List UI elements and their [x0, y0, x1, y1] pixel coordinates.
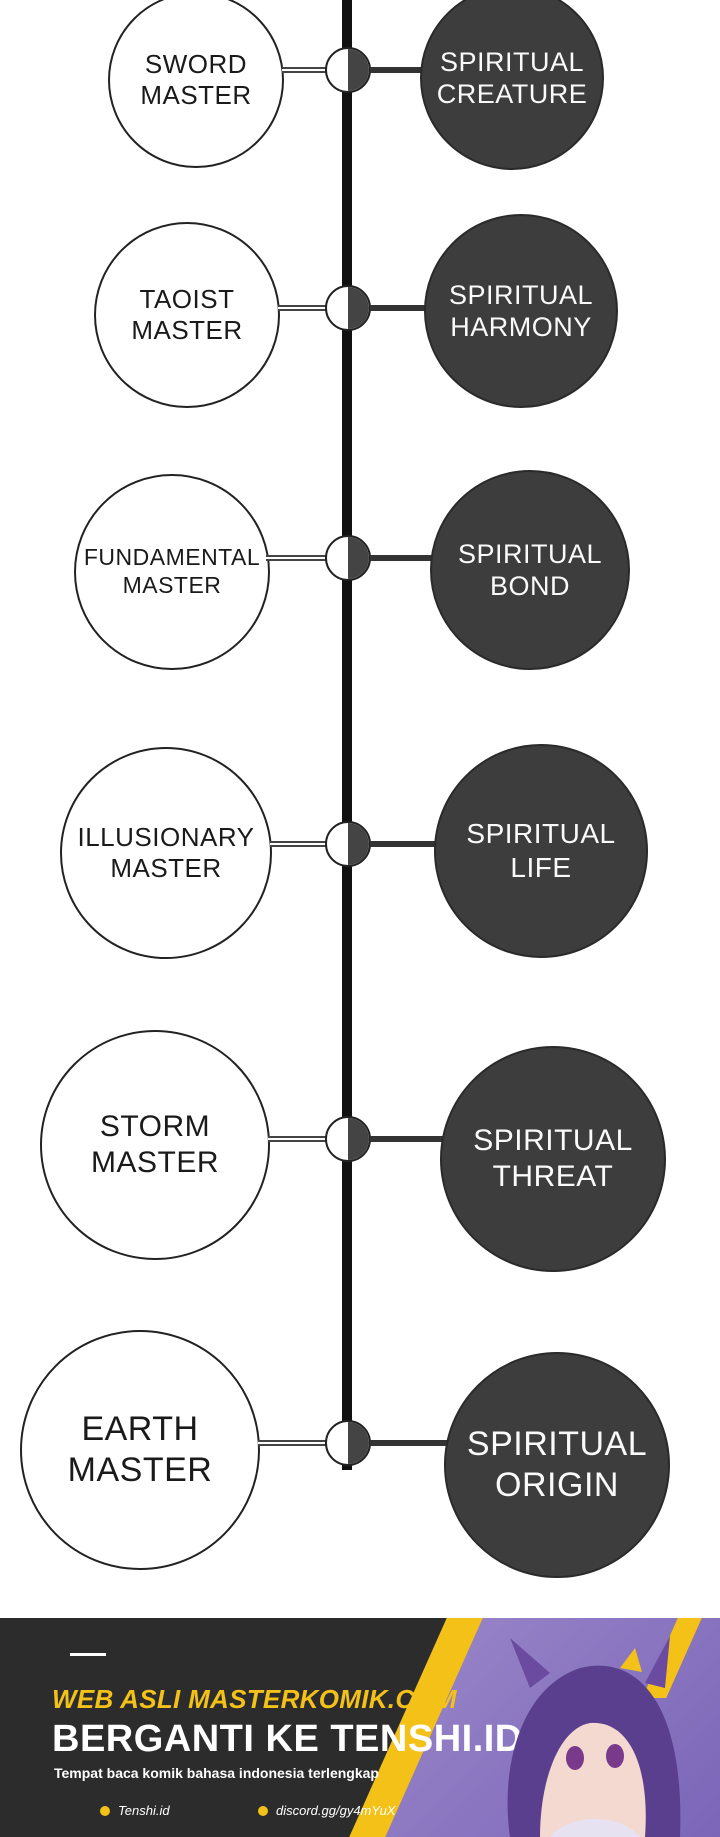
connector-left — [270, 841, 330, 847]
banner-headline: BERGANTI KE TENSHI.ID — [52, 1718, 523, 1760]
link-label: discord.gg/gy4mYuX — [276, 1803, 396, 1818]
master-circle-taoist: TAOIST MASTER — [94, 222, 280, 408]
timeline-node — [325, 47, 371, 93]
connector-right — [370, 841, 440, 847]
master-circle-fundamental: FUNDAMENTAL MASTER — [74, 474, 270, 670]
connector-left — [282, 67, 330, 73]
dot-icon — [258, 1805, 268, 1816]
banner-web-label: WEB ASLI MASTERKOMIK.COM — [52, 1684, 457, 1714]
timeline-node — [325, 535, 371, 581]
master-label: FUNDAMENTAL MASTER — [83, 544, 261, 598]
spirit-circle-creature: SPIRITUAL CREATURE — [420, 0, 604, 170]
master-label: EARTH MASTER — [67, 1410, 213, 1489]
timeline-node — [325, 821, 371, 867]
spirit-circle-harmony: SPIRITUAL HARMONY — [424, 214, 618, 408]
master-circle-storm: STORM MASTER — [40, 1030, 270, 1260]
promo-banner: WEB ASLI MASTERKOMIK.COM BERGANTI KE TEN… — [0, 1618, 720, 1837]
spirit-circle-life: SPIRITUAL LIFE — [434, 744, 648, 958]
timeline-spine — [342, 0, 352, 1470]
master-label: TAOIST MASTER — [131, 283, 243, 345]
link-label: Tenshi.id — [118, 1803, 170, 1818]
banner-tagline: Tempat baca komik bahasa indonesia terle… — [54, 1765, 379, 1781]
master-circle-sword: SWORD MASTER — [108, 0, 284, 168]
connector-right — [370, 555, 436, 561]
master-circle-illusionary: ILLUSIONARY MASTER — [60, 747, 272, 959]
spirit-circle-bond: SPIRITUAL BOND — [430, 470, 630, 670]
connector-left — [258, 1440, 330, 1446]
timeline-chart: SWORD MASTER SPIRITUAL CREATURE TAOIST M… — [20, 0, 670, 1578]
spirit-label: SPIRITUAL THREAT — [473, 1124, 633, 1193]
connector-left — [268, 1136, 330, 1142]
connector-left — [266, 555, 330, 561]
master-label: ILLUSIONARY MASTER — [77, 821, 255, 883]
timeline-node — [325, 285, 371, 331]
spirit-label: SPIRITUAL BOND — [457, 538, 603, 601]
connector-right — [370, 1440, 450, 1446]
spirit-circle-threat: SPIRITUAL THREAT — [440, 1046, 666, 1272]
banner-link-discord[interactable]: discord.gg/gy4mYuX — [258, 1803, 395, 1818]
banner-link-tenshi[interactable]: Tenshi.id — [100, 1803, 170, 1818]
connector-left — [278, 305, 330, 311]
master-label: SWORD MASTER — [140, 48, 252, 110]
banner-dash — [70, 1653, 106, 1656]
spirit-label: SPIRITUAL LIFE — [466, 818, 616, 883]
master-circle-earth: EARTH MASTER — [20, 1330, 260, 1570]
connector-right — [370, 67, 422, 73]
timeline-node — [325, 1420, 371, 1466]
timeline-node — [325, 1116, 371, 1162]
spirit-label: SPIRITUAL HARMONY — [448, 279, 594, 342]
spirit-label: SPIRITUAL CREATURE — [436, 46, 588, 109]
connector-right — [370, 1136, 446, 1142]
mascot-illustration — [507, 1636, 681, 1837]
spirit-label: SPIRITUAL ORIGIN — [466, 1425, 648, 1504]
connector-right — [370, 305, 426, 311]
master-label: STORM MASTER — [90, 1110, 219, 1179]
spirit-circle-origin: SPIRITUAL ORIGIN — [444, 1352, 670, 1578]
dot-icon — [100, 1805, 110, 1816]
